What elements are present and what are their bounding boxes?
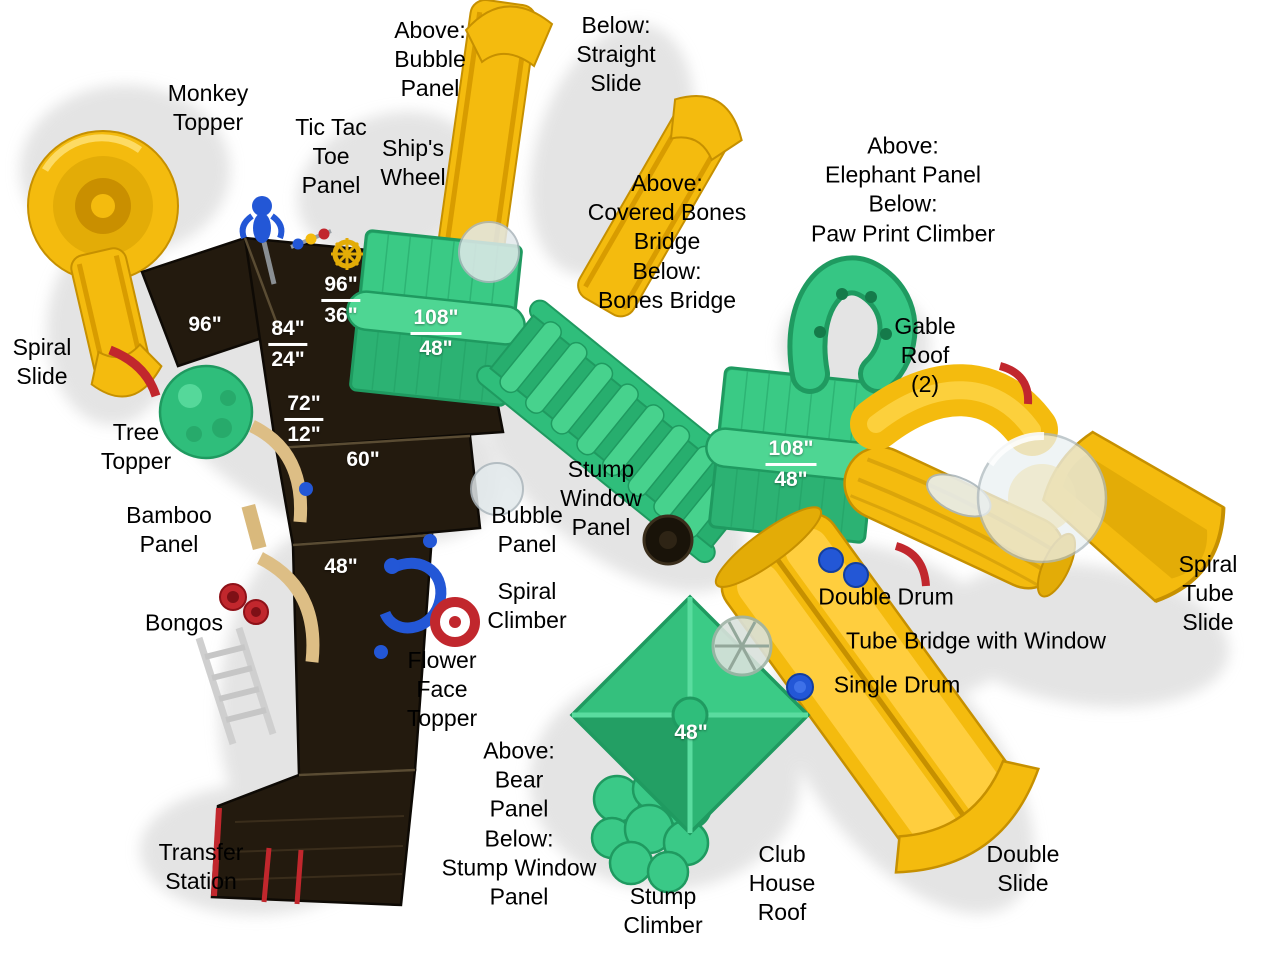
label-below-straight-slide: Below: Straight Slide: [576, 12, 656, 97]
bongos-part: [219, 583, 269, 625]
post-caps: [299, 482, 437, 659]
label-bongos: Bongos: [144, 609, 224, 636]
label-transfer-station: Transfer Station: [158, 838, 244, 894]
dim-bottom-value: 24": [271, 347, 305, 371]
dim-deck-84-24: 84" 24": [268, 317, 308, 371]
flower-face-topper-part: [430, 597, 480, 647]
label-bamboo-panel: Bamboo Panel: [126, 501, 212, 557]
label-monkey-topper: Monkey Topper: [167, 79, 249, 135]
side-climbers: [195, 420, 320, 746]
dim-top-value: 84": [268, 317, 308, 346]
play-accessories: [108, 196, 1033, 701]
dim-deck-60: 60": [346, 448, 380, 472]
label-covered-bones-bridge: Above: Covered Bones Bridge Below: Bones…: [587, 169, 747, 313]
label-spiral-climber: Spiral Climber: [487, 577, 567, 633]
arch-climber: [249, 420, 308, 523]
label-flower-face-topper: Flower Face Topper: [406, 647, 478, 732]
dim-bottom-value: 12": [287, 422, 321, 446]
dim-top-value: 96": [321, 273, 361, 302]
dim-top-value: 72": [284, 392, 324, 421]
tree-topper-part: [158, 364, 254, 460]
dim-deck-96: 96": [188, 313, 222, 337]
label-bear-panel-stump-window: Above: Bear Panel Below: Stump Window Pa…: [441, 737, 597, 910]
dim-top-value: 108": [765, 437, 817, 466]
label-stump-climber: Stump Climber: [623, 882, 703, 938]
spiral-tube-slide-part: [850, 364, 1226, 603]
spiral-slide-part: [27, 130, 179, 398]
bubble-panel-dome: [470, 462, 524, 516]
ships-wheel-part: [331, 238, 363, 270]
arch-climber: [256, 552, 320, 663]
clubhouse-roof-part: [569, 594, 811, 836]
dim-roof-front-108-48: 108" 48": [410, 306, 462, 360]
label-single-drum: Single Drum: [833, 671, 961, 698]
label-double-drum: Double Drum: [818, 583, 954, 610]
label-spiral-slide: Spiral Slide: [12, 333, 72, 389]
label-tree-topper: Tree Topper: [100, 418, 172, 474]
label-club-house-roof: Club House Roof: [748, 841, 816, 926]
dim-clubhouse-48: 48": [674, 721, 708, 745]
label-ships-wheel: Ship's Wheel: [380, 134, 446, 190]
double-drum-part: [818, 547, 869, 588]
bamboo-panel-part: [241, 503, 267, 551]
label-above-bubble-panel: Above: Bubble Panel: [394, 17, 466, 102]
label-bubble-panel: Bubble Panel: [491, 501, 563, 557]
bubble-dome-top: [458, 221, 520, 283]
dim-deck-96-36: 96" 36": [321, 273, 361, 327]
dim-bottom-value: 48": [419, 336, 453, 360]
gable-roof-rear: [705, 366, 885, 544]
stump-window-panel-part: [642, 514, 694, 566]
dim-bottom-value: 48": [774, 467, 808, 491]
dim-deck-48: 48": [324, 555, 358, 579]
tic-tac-toe-part: [290, 228, 332, 250]
monkey-topper-part: [239, 196, 285, 285]
label-spiral-tube-slide: Spiral Tube Slide: [1178, 551, 1238, 636]
label-double-slide: Double Slide: [986, 840, 1060, 896]
label-tube-bridge-with-window: Tube Bridge with Window: [846, 627, 1106, 654]
roof-window: [711, 615, 773, 677]
single-drum-part: [786, 673, 814, 701]
dim-top-value: 108": [410, 306, 462, 335]
paw-print-climber-arch: [787, 255, 918, 394]
label-stump-window-panel: Stump Window Panel: [560, 456, 642, 541]
dim-deck-72-12: 72" 12": [284, 392, 324, 446]
dim-bottom-value: 36": [324, 303, 358, 327]
label-elephant-panel: Above: Elephant Panel Below: Paw Print C…: [810, 132, 996, 247]
dim-roof-rear-108-48: 108" 48": [765, 437, 817, 491]
double-slide-part: [714, 506, 1040, 874]
label-gable-roof: Gable Roof (2): [894, 313, 956, 398]
label-tic-tac-toe-panel: Tic Tac Toe Panel: [295, 114, 367, 199]
hand-loops: [108, 345, 1033, 587]
